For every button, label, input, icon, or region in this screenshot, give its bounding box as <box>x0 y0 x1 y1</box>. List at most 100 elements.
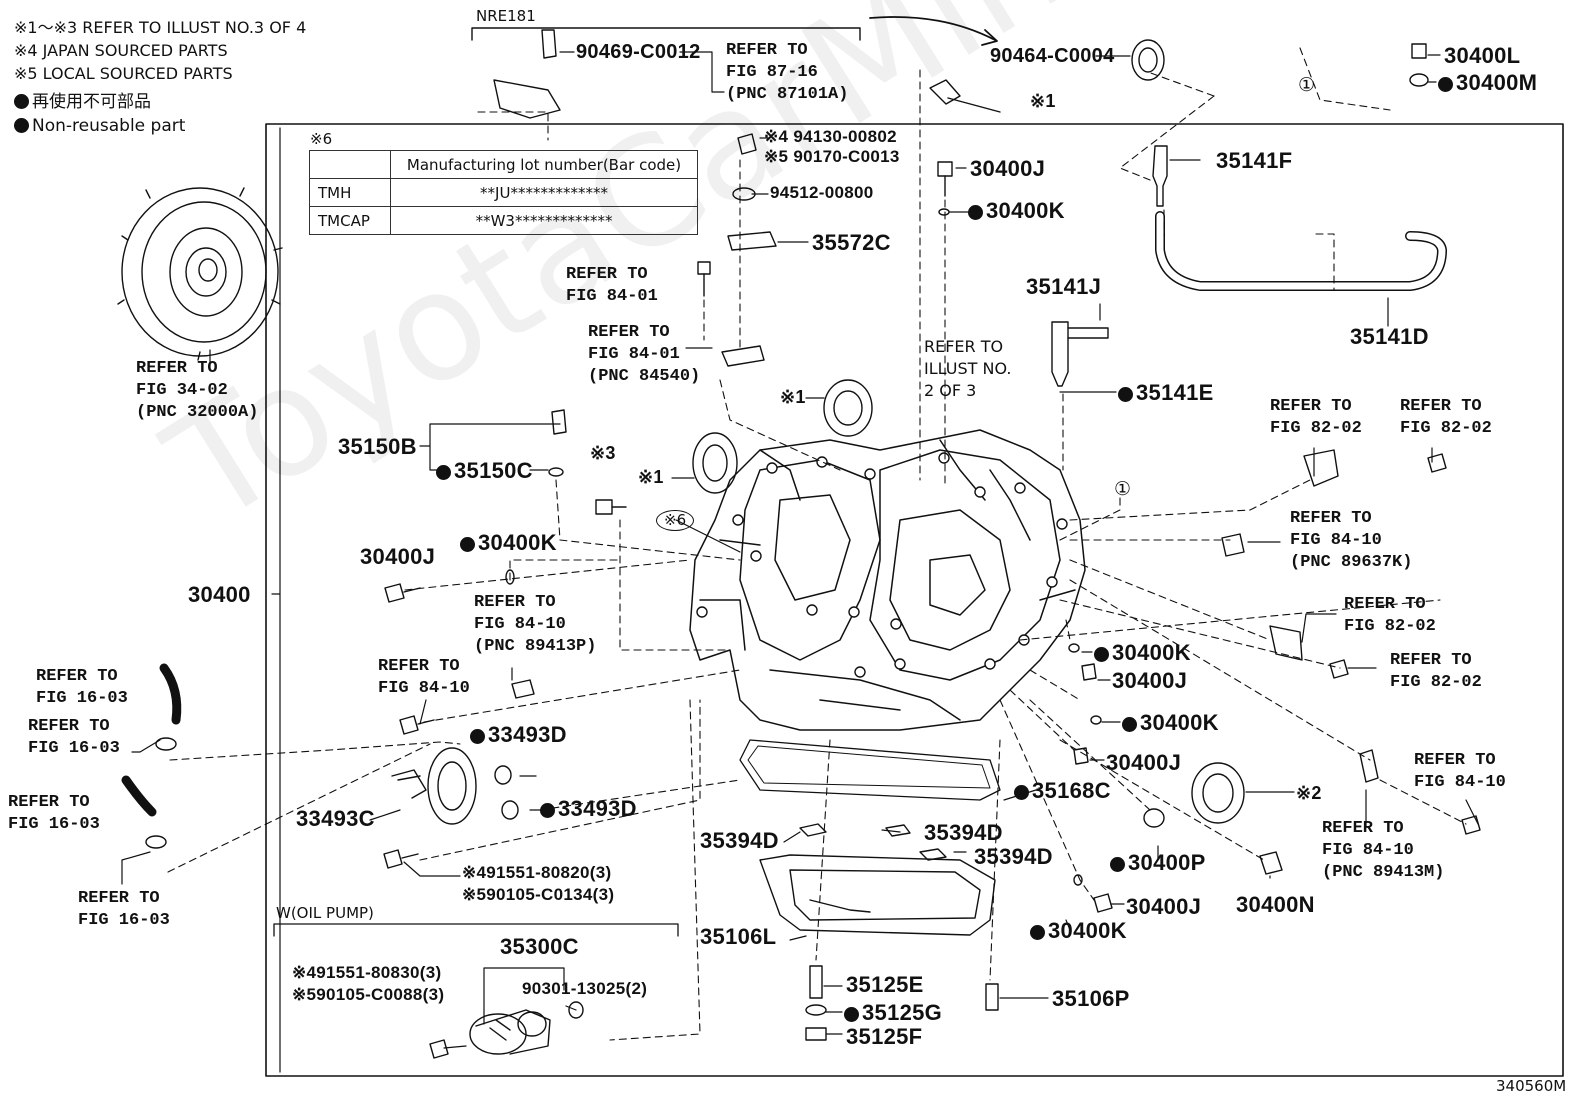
part-30400P-text: 30400P <box>1128 850 1206 875</box>
legend-note-2: ※4 JAPAN SOURCED PARTS <box>14 41 228 60</box>
part-35125G: 35125G <box>844 1002 942 1024</box>
legend-en-text: Non-reusable part <box>32 116 186 136</box>
nre-bracket <box>471 27 861 41</box>
part-35125F: 35125F <box>846 1024 923 1049</box>
vacuum-pump <box>391 747 477 825</box>
refer-illust-2-of-3[interactable]: REFER TO ILLUST NO. 2 OF 3 <box>924 337 1012 400</box>
part-30400K-r1-text: 30400K <box>1112 640 1191 665</box>
part-30400: 30400 <box>188 582 251 607</box>
non-reusable-dot-icon <box>460 537 475 552</box>
part-90464-C0004: 90464-C0004 <box>990 45 1115 67</box>
refer-fig-84-10-a[interactable]: REFER TO FIG 84-10 (PNC 89637K) <box>1290 509 1413 572</box>
oil-seal-upper <box>823 379 873 437</box>
refer-fig-82-02-c[interactable]: REFER TO FIG 82-02 <box>1344 595 1436 636</box>
circle-one-top: ① <box>1298 74 1316 96</box>
part-30400K-r2: 30400K <box>1122 712 1219 734</box>
part-35141E: 35141E <box>1118 382 1214 404</box>
legend-non-reusable-jp: 再使用不可部品 <box>14 94 151 111</box>
refer-fig-16-03-d[interactable]: REFER TO FIG 16-03 <box>78 889 170 930</box>
mark-6-callout: ※6 <box>656 510 695 531</box>
figure-id: 340560M <box>1496 1077 1567 1095</box>
part-33493C: 33493C <box>296 806 375 831</box>
transmission-case <box>689 429 1086 731</box>
refer-fig-87-16[interactable]: REFER TO FIG 87-16 (PNC 87101A) <box>726 41 849 104</box>
part-30400J-left: 30400J <box>360 544 436 569</box>
part-33493D-1: 33493D <box>470 724 567 746</box>
non-reusable-dot-icon <box>1030 925 1045 940</box>
part-491551-80830: ※491551-80830(3) <box>292 963 442 982</box>
refer-fig-82-02-d[interactable]: REFER TO FIG 82-02 <box>1390 651 1482 692</box>
legend-note-1: ※1～※3 REFER TO ILLUST NO.3 OF 4 <box>14 18 307 37</box>
part-30400N: 30400N <box>1236 892 1315 917</box>
part-30400K-r3: 30400K <box>1030 920 1127 942</box>
refer-fig-84-10-d[interactable]: REFER TO FIG 84-10 <box>1414 751 1506 792</box>
nre-label: NRE181 <box>476 7 536 25</box>
part-35141J: 35141J <box>1026 274 1102 299</box>
mark-3: ※3 <box>590 443 616 463</box>
fitting-35141f <box>1152 145 1168 207</box>
refer-fig-84-10-c[interactable]: REFER TO FIG 84-10 <box>378 657 470 698</box>
non-reusable-dot-icon <box>1094 647 1109 662</box>
refer-fig-84-01-a[interactable]: REFER TO FIG 84-01 <box>566 265 658 306</box>
lot-table-code: **W3************* <box>390 206 698 235</box>
non-reusable-dot-icon <box>540 803 555 818</box>
refer-fig-16-03-b[interactable]: REFER TO FIG 16-03 <box>28 717 120 758</box>
legend-non-reusable-en: Non-reusable part <box>14 118 185 135</box>
part-30400M-text: 30400M <box>1456 70 1538 95</box>
part-35150B: 35150B <box>338 434 417 459</box>
part-35141D: 35141D <box>1350 324 1429 349</box>
part-94512-00800: 94512-00800 <box>770 183 874 202</box>
strainer-part-1 <box>799 823 827 837</box>
refer-fig-82-02-b[interactable]: REFER TO FIG 82-02 <box>1400 397 1492 438</box>
lot-table-maker: TMCAP <box>309 206 391 235</box>
part-30400K-r1: 30400K <box>1094 642 1191 664</box>
non-reusable-dot-icon <box>470 729 485 744</box>
oil-pump-oring <box>568 1001 584 1019</box>
non-reusable-dot-icon <box>844 1007 859 1022</box>
lot-table-header: Manufacturing lot number(Bar code) <box>390 150 698 179</box>
legend-note-3: ※5 LOCAL SOURCED PARTS <box>14 64 233 83</box>
part-33493D-2: 33493D <box>540 798 637 820</box>
refer-fig-16-03-a[interactable]: REFER TO FIG 16-03 <box>36 667 128 708</box>
non-reusable-dot-icon <box>14 118 29 133</box>
part-90301-13025: 90301-13025(2) <box>522 979 648 998</box>
refer-fig-84-10-e[interactable]: REFER TO FIG 84-10 (PNC 89413M) <box>1322 819 1445 882</box>
part-35300C: 35300C <box>500 934 579 959</box>
refer-fig-16-03-c[interactable]: REFER TO FIG 16-03 <box>8 793 100 834</box>
refer-fig-34-02[interactable]: REFER TO FIG 34-02 (PNC 32000A) <box>136 359 259 422</box>
part-30400P: 30400P <box>1110 852 1206 874</box>
part-30400K-top: 30400K <box>968 200 1065 222</box>
oil-pump-label: W(OIL PUMP) <box>276 904 374 922</box>
oil-pump-bracket <box>273 923 679 937</box>
breather-hose <box>1155 211 1447 291</box>
oil-seal-left <box>692 432 738 494</box>
o-ring-33493d-2 <box>501 800 519 820</box>
part-30400J-r2: 30400J <box>1106 750 1182 775</box>
non-reusable-dot-icon <box>1110 857 1125 872</box>
bearing-right <box>1191 762 1245 824</box>
part-35141F: 35141F <box>1216 148 1293 173</box>
part-35141E-text: 35141E <box>1136 380 1214 405</box>
non-reusable-dot-icon <box>436 465 451 480</box>
part-33493D-1-text: 33493D <box>488 722 567 747</box>
refer-fig-84-10-b[interactable]: REFER TO FIG 84-10 (PNC 89413P) <box>474 593 597 656</box>
part-35150C-text: 35150C <box>454 458 533 483</box>
oil-pan-gasket <box>739 739 1001 801</box>
part-30400K-r2-text: 30400K <box>1140 710 1219 735</box>
part-90469-C0012: 90469-C0012 <box>576 41 701 63</box>
dashed-lines <box>167 47 1467 1041</box>
part-35125G-text: 35125G <box>862 1000 943 1025</box>
union-35141j <box>1051 321 1069 387</box>
part-33493D-2-text: 33493D <box>558 796 637 821</box>
part-35125E: 35125E <box>846 972 924 997</box>
torque-converter <box>117 187 283 361</box>
lot-table-row: TMCAP **W3************* <box>309 206 698 235</box>
clamp-bracket <box>493 29 561 119</box>
part-90170-C0013: ※5 90170-C0013 <box>764 147 900 166</box>
refer-fig-84-01-b[interactable]: REFER TO FIG 84-01 (PNC 84540) <box>588 323 701 386</box>
refer-fig-82-02-a[interactable]: REFER TO FIG 82-02 <box>1270 397 1362 438</box>
hose-clip <box>1131 39 1165 81</box>
legend-jp-text: 再使用不可部品 <box>32 92 151 112</box>
non-reusable-dot-icon <box>1118 387 1133 402</box>
